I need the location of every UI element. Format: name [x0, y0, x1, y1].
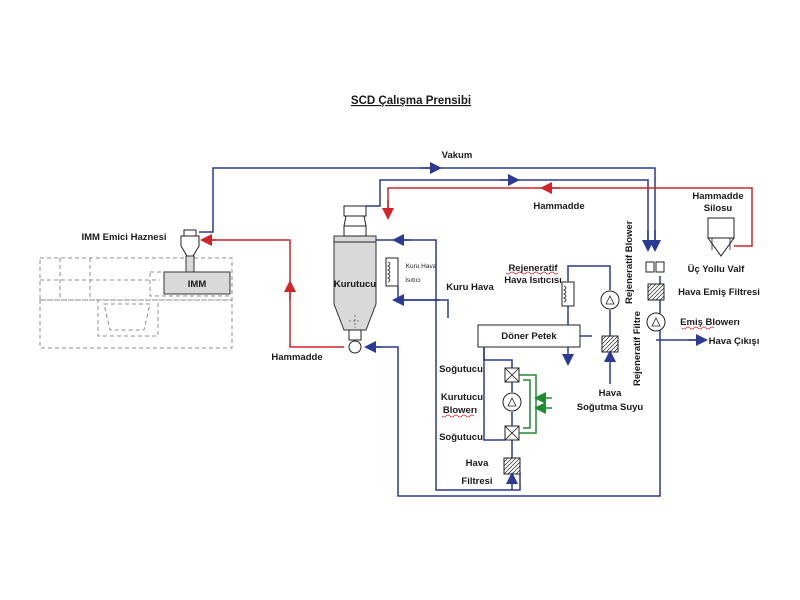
kuru-hava-isitici-icon [385, 257, 399, 287]
hammadde-silo-icon [707, 217, 735, 257]
hava-sogutma-label-1: Hava [599, 388, 622, 399]
cooling-water-line [519, 374, 537, 434]
rejeneratif-blower-icon [600, 290, 620, 310]
dry-air-supply-line [397, 286, 449, 318]
uc-yollu-valf-icon [645, 261, 665, 273]
rejeneratif-isitici-label-2: Hava Isıtıcısı [504, 275, 562, 286]
process-column-top-line [483, 347, 513, 368]
hammadde-left-label: Hammadde [271, 352, 322, 363]
material-line-top [387, 187, 753, 247]
hava-cikisi-label: Hava Çıkışı [709, 336, 760, 347]
hava-sogutma-label-2: Soğutma Suyu [577, 402, 644, 413]
rejeneratif-isitici-label-1: Rejeneratif [508, 263, 558, 274]
dryer-vacuum-line [366, 179, 649, 250]
dry-air-return-line [376, 239, 521, 491]
kurutucu-blower-label-1: Kurutucu [441, 392, 483, 403]
hava-filtresi-label-2: Filtresi [461, 476, 492, 487]
kuru-hava-isitici-label-1: Kuru Hava [406, 263, 437, 270]
hava-emis-filtresi-icon [647, 283, 665, 301]
imm-block [163, 271, 231, 295]
hava-filtresi-icon [503, 457, 521, 475]
main-outer-loop-line [366, 276, 661, 497]
sogutucu-top-icon [504, 367, 520, 383]
emis-blower-icon [646, 312, 666, 332]
hammadde-top-label: Hammadde [533, 201, 584, 212]
sogutucu-top-label: Soğutucu [439, 364, 483, 375]
hammadde-silosu-label-2: Silosu [704, 203, 733, 214]
imm-emici-haznesi-label: IMM Emici Haznesi [82, 232, 167, 243]
emis-blower-label: Emiş Blowerı [680, 317, 740, 328]
sogutucu-bottom-icon [504, 425, 520, 441]
vacuum-line [199, 167, 656, 250]
rejeneratif-isitici-icon [561, 281, 575, 307]
hammadde-silosu-label-1: Hammadde [692, 191, 743, 202]
kuru-hava-isitici-label-2: Isıtıcı [405, 277, 421, 284]
kuru-hava-label: Kuru Hava [446, 282, 494, 293]
imm-suction-hopper-icon [180, 229, 200, 273]
rejeneratif-blower-label: Rejeneratif Blower [624, 220, 635, 304]
imm-label: IMM [188, 279, 207, 290]
doner-petek-label: Döner Petek [501, 331, 557, 342]
kurutucu-blower-icon [502, 392, 522, 412]
imm-machine [39, 257, 233, 349]
regen-loop-top [567, 265, 611, 290]
vakum-label: Vakum [442, 150, 473, 161]
rejeneratif-filtre-label: Rejeneratif Filtre [632, 311, 643, 386]
hava-emis-filtresi-label: Hava Emiş Filtresi [678, 287, 760, 298]
rejeneratif-filtre-icon [601, 335, 619, 353]
hava-filtresi-label-1: Hava [466, 458, 489, 469]
kurutucu-label: Kurutucu [334, 279, 376, 290]
kurutucu-blower-label-2: Blowerı [443, 405, 477, 416]
uc-yollu-valf-label: Üç Yollu Valf [688, 264, 746, 275]
diagram-title: SCD Çalışma Prensibi [351, 95, 471, 107]
kurutucu-dryer-icon [333, 205, 377, 354]
sogutucu-bottom-label: Soğutucu [439, 432, 483, 443]
